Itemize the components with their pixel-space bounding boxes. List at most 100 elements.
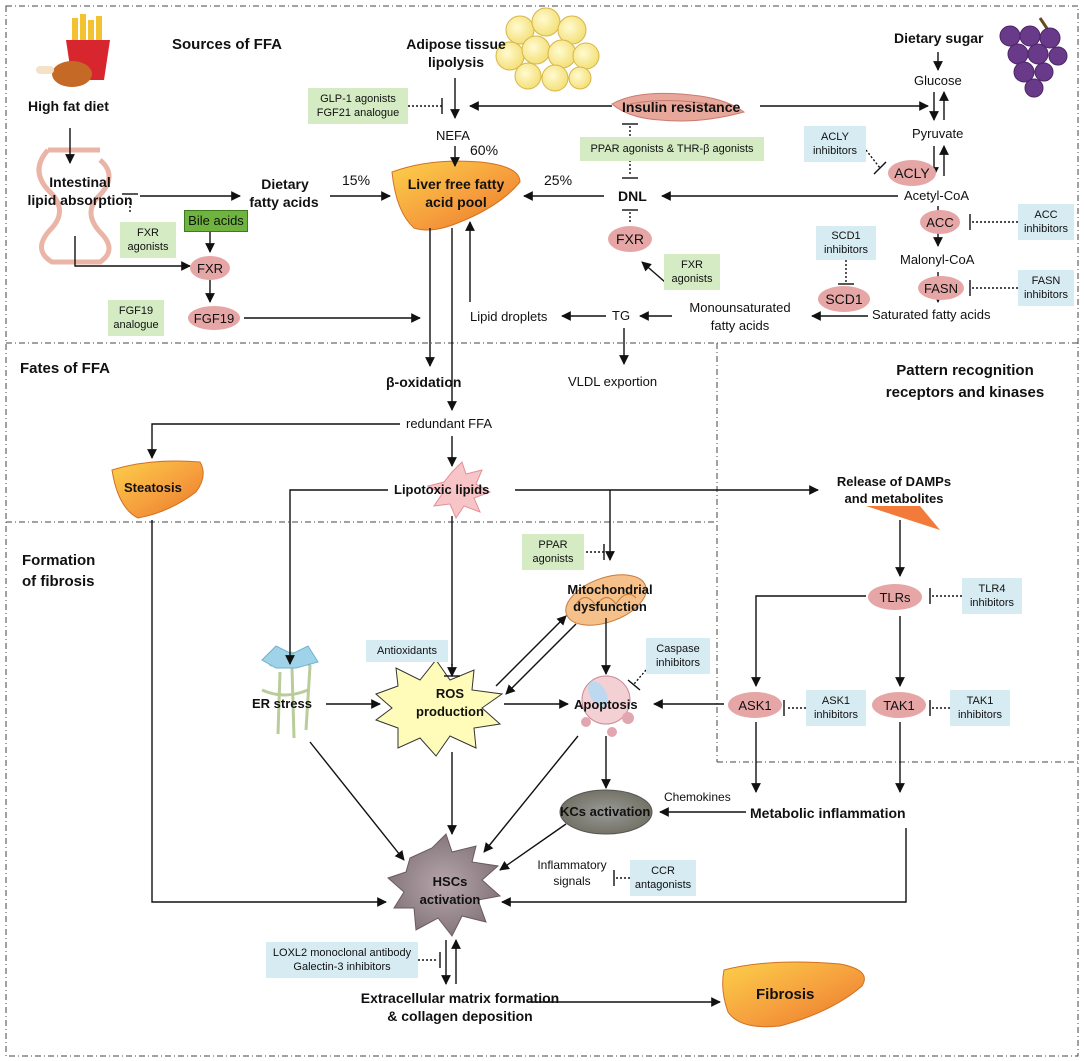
pyruvate-label: Pyruvate: [912, 126, 964, 141]
caspase-inhibitors-box: Caspase inhibitors: [646, 638, 710, 674]
high-fat-food-icon: [36, 14, 110, 87]
section-fates-title: Fates of FFA: [20, 360, 111, 377]
steatosis-label: Steatosis: [124, 480, 182, 495]
ask1-inhibitors-line1: ASK1: [821, 694, 851, 707]
ppar-agonists-box: PPAR agonists: [522, 534, 584, 570]
section-fibrosis-title-line1: Formation: [22, 552, 96, 569]
high-fat-diet-label: High fat diet: [28, 98, 109, 114]
saturated-fa-label: Saturated fatty acids: [872, 307, 991, 322]
acly-pill: ACLY: [888, 160, 936, 186]
grapes-icon: [999, 17, 1068, 98]
dnl-label: DNL: [618, 188, 647, 204]
fibrosis-label: Fibrosis: [756, 986, 815, 1003]
tg-label: TG: [612, 308, 631, 323]
ask1-inhibitors-line2: inhibitors: [813, 709, 859, 721]
fxr-dnl-pill: FXR: [608, 226, 652, 252]
dietary-fa-label-line2: fatty acids: [249, 194, 319, 210]
section-prr-title-line1: Pattern recognition: [896, 362, 1034, 379]
metabolic-inflammation-label: Metabolic inflammation: [750, 805, 906, 821]
mito-label-line2: dysfunction: [573, 599, 647, 614]
fgf19-analogue-line2: analogue: [113, 319, 159, 331]
section-sources-title: Sources of FFA: [172, 36, 283, 53]
dietary-fa-label-line1: Dietary: [261, 176, 309, 192]
er-stress-label: ER stress: [252, 696, 312, 711]
ccr-antagonists-line2: antagonists: [634, 879, 692, 891]
ppar-agonists-line2: agonists: [532, 553, 574, 565]
ros-burst-shape: [374, 659, 504, 757]
caspase-inhibitors-line2: inhibitors: [655, 657, 701, 669]
adipose-cells-icon: [495, 7, 600, 92]
fasn-inhibitors-line1: FASN: [1031, 274, 1061, 287]
inhibitions: [122, 98, 1018, 968]
ccr-antagonists-line1: CCR: [651, 864, 675, 877]
pct-15-label: 15%: [342, 172, 371, 188]
pct-25-label: 25%: [544, 172, 573, 188]
ccr-antagonists-box: CCR antagonists: [630, 860, 696, 896]
adipose-label-line1: Adipose tissue: [406, 36, 506, 52]
scd1-inhibitors-box: SCD1 inhibitors: [816, 226, 876, 260]
mito-label-line1: Mitochondrial: [567, 582, 653, 597]
caspase-inhibitors-line1: Caspase: [656, 642, 700, 655]
release-label-line1: Release of DAMPs: [836, 474, 952, 489]
tak1-inhibitors-box: TAK1 inhibitors: [950, 690, 1010, 726]
tak1-inhibitors-line2: inhibitors: [957, 709, 1003, 721]
fasn-inhibitors-line2: inhibitors: [1023, 289, 1069, 301]
fxr-pill: FXR: [190, 256, 230, 280]
lipotoxic-label: Lipotoxic lipids: [394, 482, 490, 497]
section-fibrosis-title-line2: of fibrosis: [22, 573, 95, 590]
kcs-label: KCs activation: [560, 804, 651, 819]
mufa-label-line1: Monounsaturated: [689, 300, 791, 315]
dietary-sugar-label: Dietary sugar: [894, 30, 984, 46]
ecm-label-line1: Extracellular matrix formation: [360, 990, 560, 1006]
tlrs-pill: TLRs: [868, 584, 922, 610]
scd1-inhibitors-line2: inhibitors: [823, 244, 869, 256]
ask1-inhibitors-box: ASK1 inhibitors: [806, 690, 866, 726]
acc-inhibitors-box: ACC inhibitors: [1018, 204, 1074, 240]
acly-inhibitors-box: ACLY inhibitors: [804, 126, 866, 162]
hscs-label-line2: activation: [419, 892, 481, 907]
fgf19-pill: FGF19: [188, 306, 240, 330]
malonyl-coa-label: Malonyl-CoA: [900, 252, 975, 267]
tak1-pill: TAK1: [872, 692, 926, 718]
acly-inhibitors-line2: inhibitors: [812, 145, 858, 157]
tlr4-inhibitors-line2: inhibitors: [969, 597, 1015, 609]
glp1-drug-box: GLP-1 agonists FGF21 analogue: [308, 88, 408, 124]
fxr-agonists-box-2: FXR agonists: [664, 254, 720, 290]
ros-label-line2: production: [416, 704, 484, 719]
fgf19-analogue-box: FGF19 analogue: [108, 300, 164, 336]
fasn-pill: FASN: [918, 276, 964, 300]
section-prr-title-line2: receptors and kinases: [885, 384, 1045, 401]
muscle-icon: [611, 92, 746, 122]
damps-shape: [866, 506, 940, 530]
chemokines-label: Chemokines: [664, 790, 731, 804]
scd1-inhibitors-line1: SCD1: [831, 229, 861, 242]
tlr4-inhibitors-box: TLR4 inhibitors: [962, 578, 1022, 614]
antioxidants-box: Antioxidants: [366, 640, 448, 662]
pct-60-label: 60%: [470, 142, 499, 158]
beta-oxidation-label: β-oxidation: [386, 374, 462, 390]
fgf19-analogue-line1: FGF19: [118, 304, 154, 317]
loxl2-drug-box: LOXL2 monoclonal antibody Galectin-3 inh…: [266, 942, 418, 978]
ros-label-line1: ROS: [435, 686, 465, 701]
redundant-ffa-label: redundant FFA: [406, 416, 492, 431]
fxr-agonists-box-1: FXR agonists: [120, 222, 176, 258]
hsc-cell-shape: [387, 833, 502, 937]
lipotoxic-burst-shape: [426, 461, 492, 520]
tlr4-inhibitors-line1: TLR4: [978, 582, 1006, 595]
inflammatory-label-line1: Inflammatory: [537, 858, 607, 872]
ppar-agonists-line1: PPAR: [538, 538, 568, 551]
mitochondrion-icon: [565, 574, 647, 626]
adipose-label-line2: lipolysis: [427, 54, 485, 70]
inflammatory-label-line2: signals: [553, 874, 591, 888]
ask1-pill: ASK1: [728, 692, 782, 718]
intestine-icon: [36, 147, 112, 265]
ppar-thr-drug-box: PPAR agonists & THR-β agonists: [580, 137, 764, 161]
apoptosis-label: Apoptosis: [574, 697, 638, 712]
nefa-label: NEFA: [436, 128, 470, 143]
arrows: [65, 52, 949, 1007]
outer-frame: [5, 5, 1079, 1057]
kc-cell-shape: [559, 789, 653, 835]
fxr-agonists-1-line2: agonists: [127, 241, 169, 253]
galectin3-line2: Galectin-3 inhibitors: [293, 961, 391, 973]
